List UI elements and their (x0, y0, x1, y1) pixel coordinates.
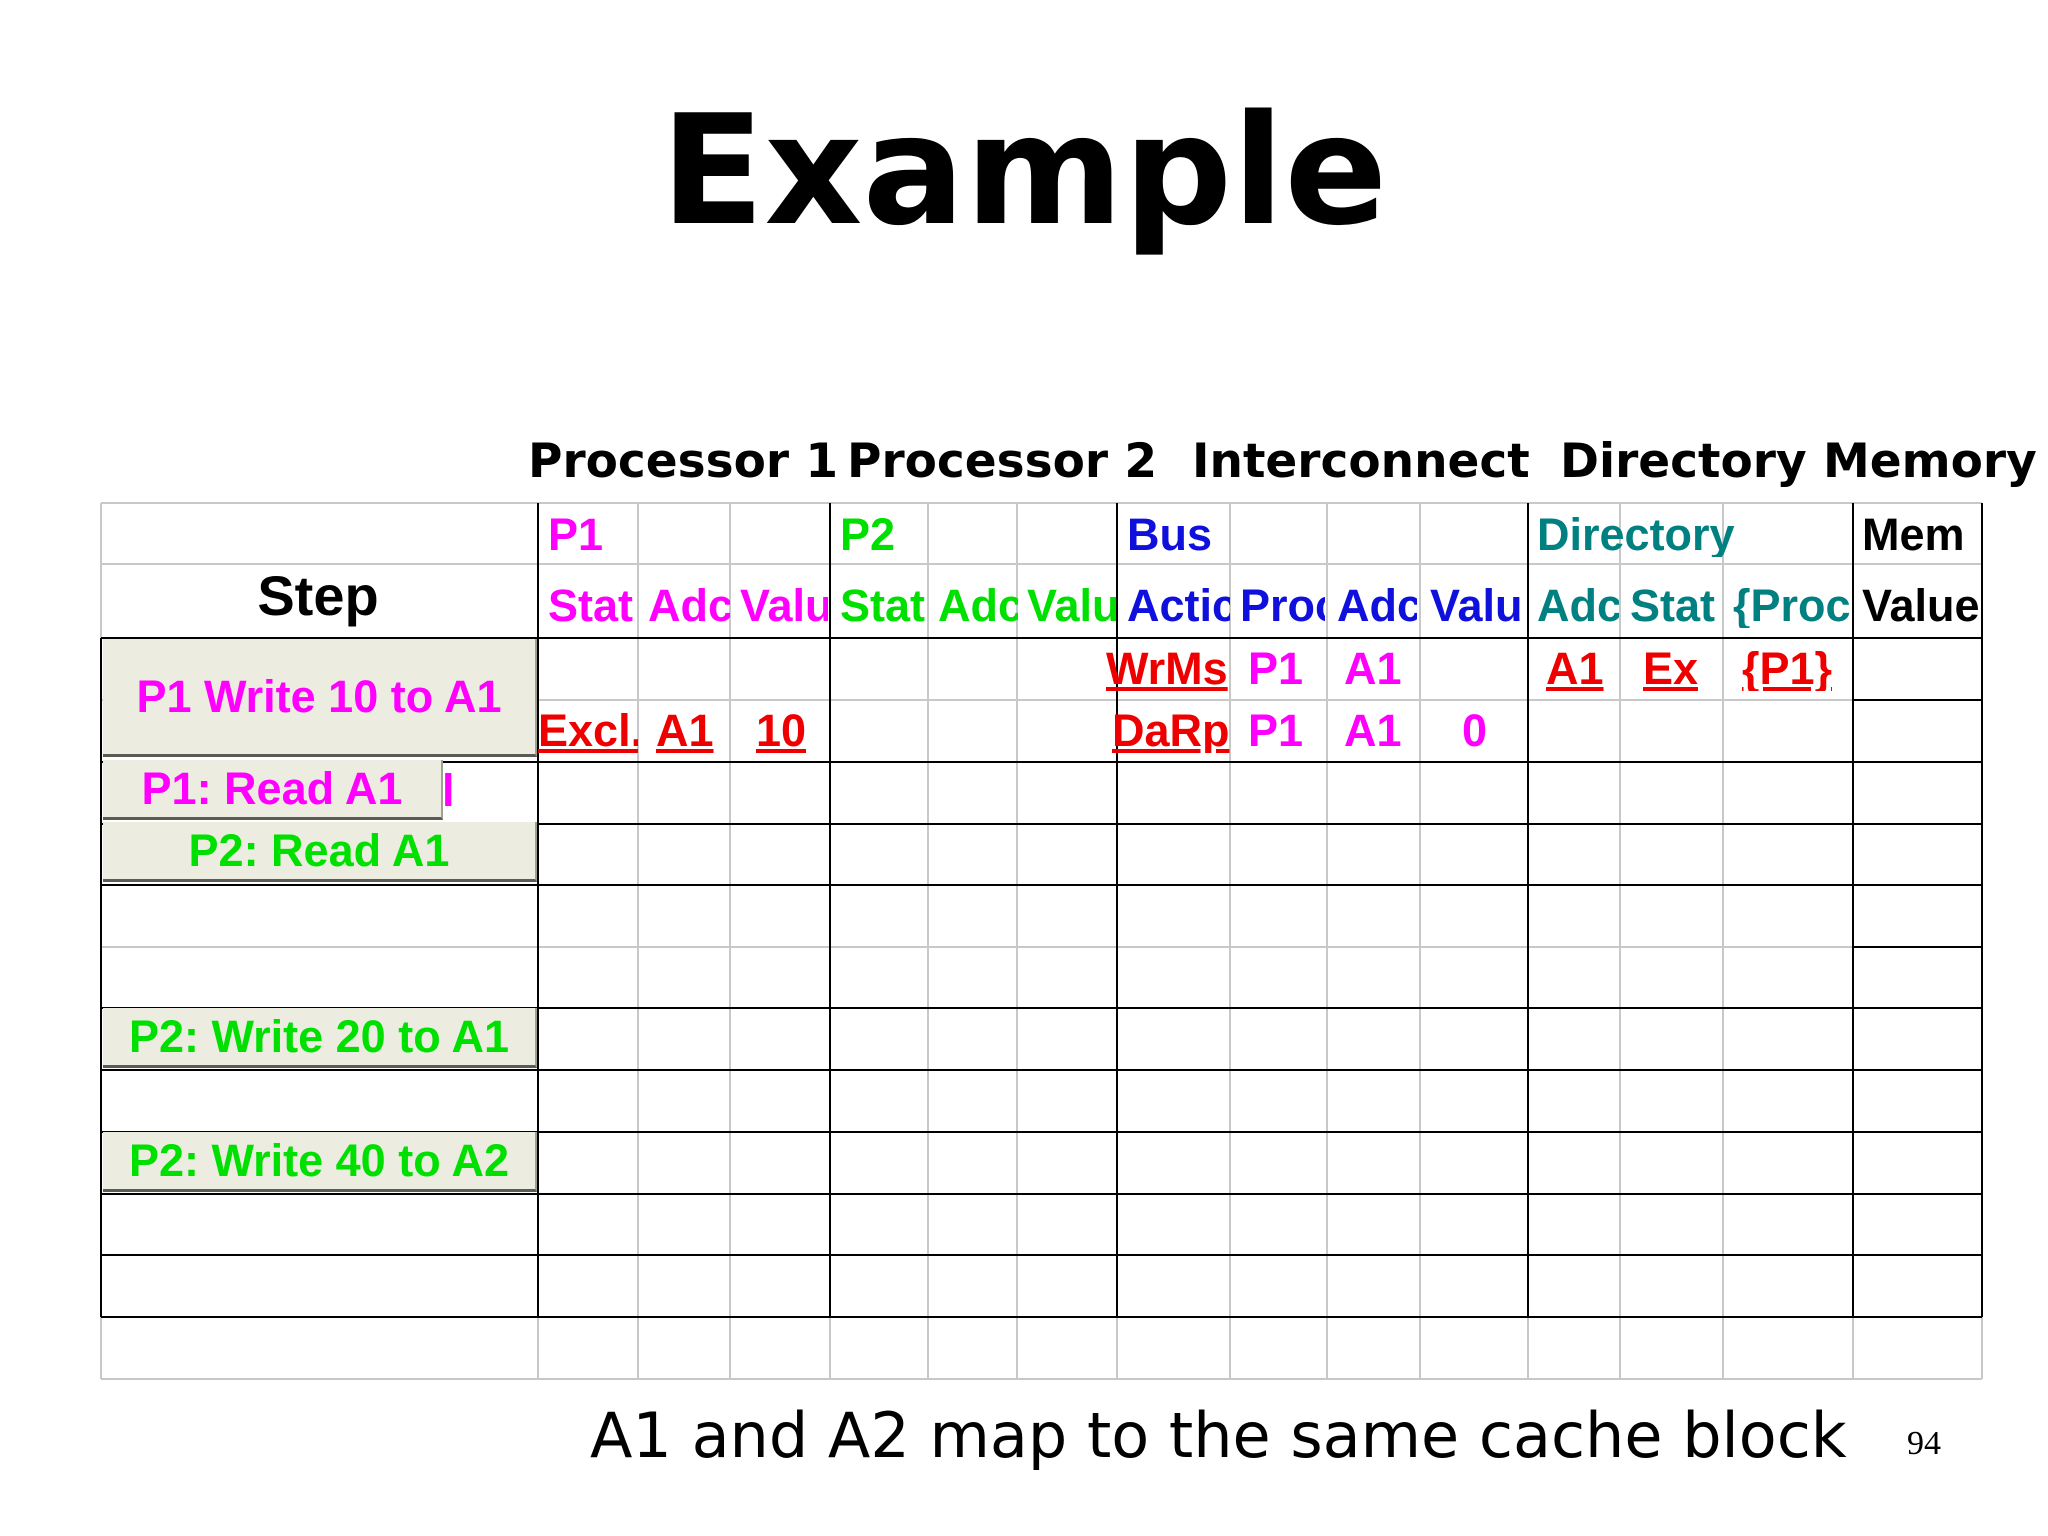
step-button-p1-read-a1[interactable]: P1: Read A1 (103, 760, 443, 820)
column-header-bus-action: Actic (1127, 583, 1230, 628)
step-button-p2-write-20-to-a1[interactable]: P2: Write 20 to A1 (103, 1008, 537, 1068)
stray-cell-mark: l (442, 765, 455, 816)
row2-p1-address: A1 (656, 708, 714, 753)
row2-bus-processor: P1 (1248, 708, 1304, 753)
group-label-memory: Mem (1862, 512, 1965, 557)
group-label-p2: P2 (840, 512, 896, 557)
row2-p1-value: 10 (756, 708, 807, 753)
step-button-p2-write-40-to-a2[interactable]: P2: Write 40 to A2 (103, 1132, 537, 1192)
row1-dir-processors: {P1} (1742, 646, 1833, 691)
group-label-directory: Directory (1537, 512, 1735, 557)
row2-p1-state: Excl. (538, 708, 638, 753)
column-header-p1-address: Adc (648, 583, 730, 628)
group-label-bus: Bus (1127, 512, 1213, 557)
column-header-p1-state: Stat (548, 583, 634, 628)
row1-dir-address: A1 (1546, 646, 1604, 691)
page-number: 94 (1907, 1425, 1941, 1462)
column-header-bus-processor: Proc (1240, 583, 1325, 628)
row2-bus-action: DaRp (1112, 708, 1230, 753)
group-header-interconnect: Interconnect (1192, 434, 1530, 489)
column-header-memory-value: Value (1862, 583, 1980, 628)
column-header-dir-state: Stat (1630, 583, 1716, 628)
row1-bus-processor: P1 (1248, 646, 1304, 691)
group-header-directory: Directory (1560, 434, 1807, 489)
row2-bus-value: 0 (1462, 708, 1488, 753)
column-header-bus-address: Adc (1337, 583, 1417, 628)
group-label-p1: P1 (548, 512, 604, 557)
group-header-memory: Memory (1823, 434, 2037, 489)
column-header-p2-address: Adc (938, 583, 1018, 628)
row1-dir-state: Ex (1643, 646, 1699, 691)
step-column-header: Step (257, 564, 379, 627)
column-header-dir-address: Adc (1537, 583, 1619, 628)
step-button-p1-write-10-to-a1[interactable]: P1 Write 10 to A1 (103, 639, 537, 757)
column-header-dir-processors: {Proc (1733, 583, 1851, 628)
column-header-p2-state: Stat (840, 583, 926, 628)
row2-bus-address: A1 (1344, 708, 1402, 753)
row1-bus-action: WrMs (1106, 646, 1228, 691)
column-header-bus-value: Valu (1430, 583, 1523, 628)
step-button-p2-read-a1[interactable]: P2: Read A1 (103, 822, 537, 882)
column-header-p2-value: Valu (1027, 583, 1116, 628)
slide-title: Example (660, 82, 1388, 259)
row1-bus-address: A1 (1344, 646, 1402, 691)
column-header-p1-value: Valu (740, 583, 828, 628)
group-header-processor-1: Processor 1 (528, 434, 839, 489)
slide-caption: A1 and A2 map to the same cache block (590, 1399, 1847, 1472)
group-header-processor-2: Processor 2 (847, 434, 1158, 489)
